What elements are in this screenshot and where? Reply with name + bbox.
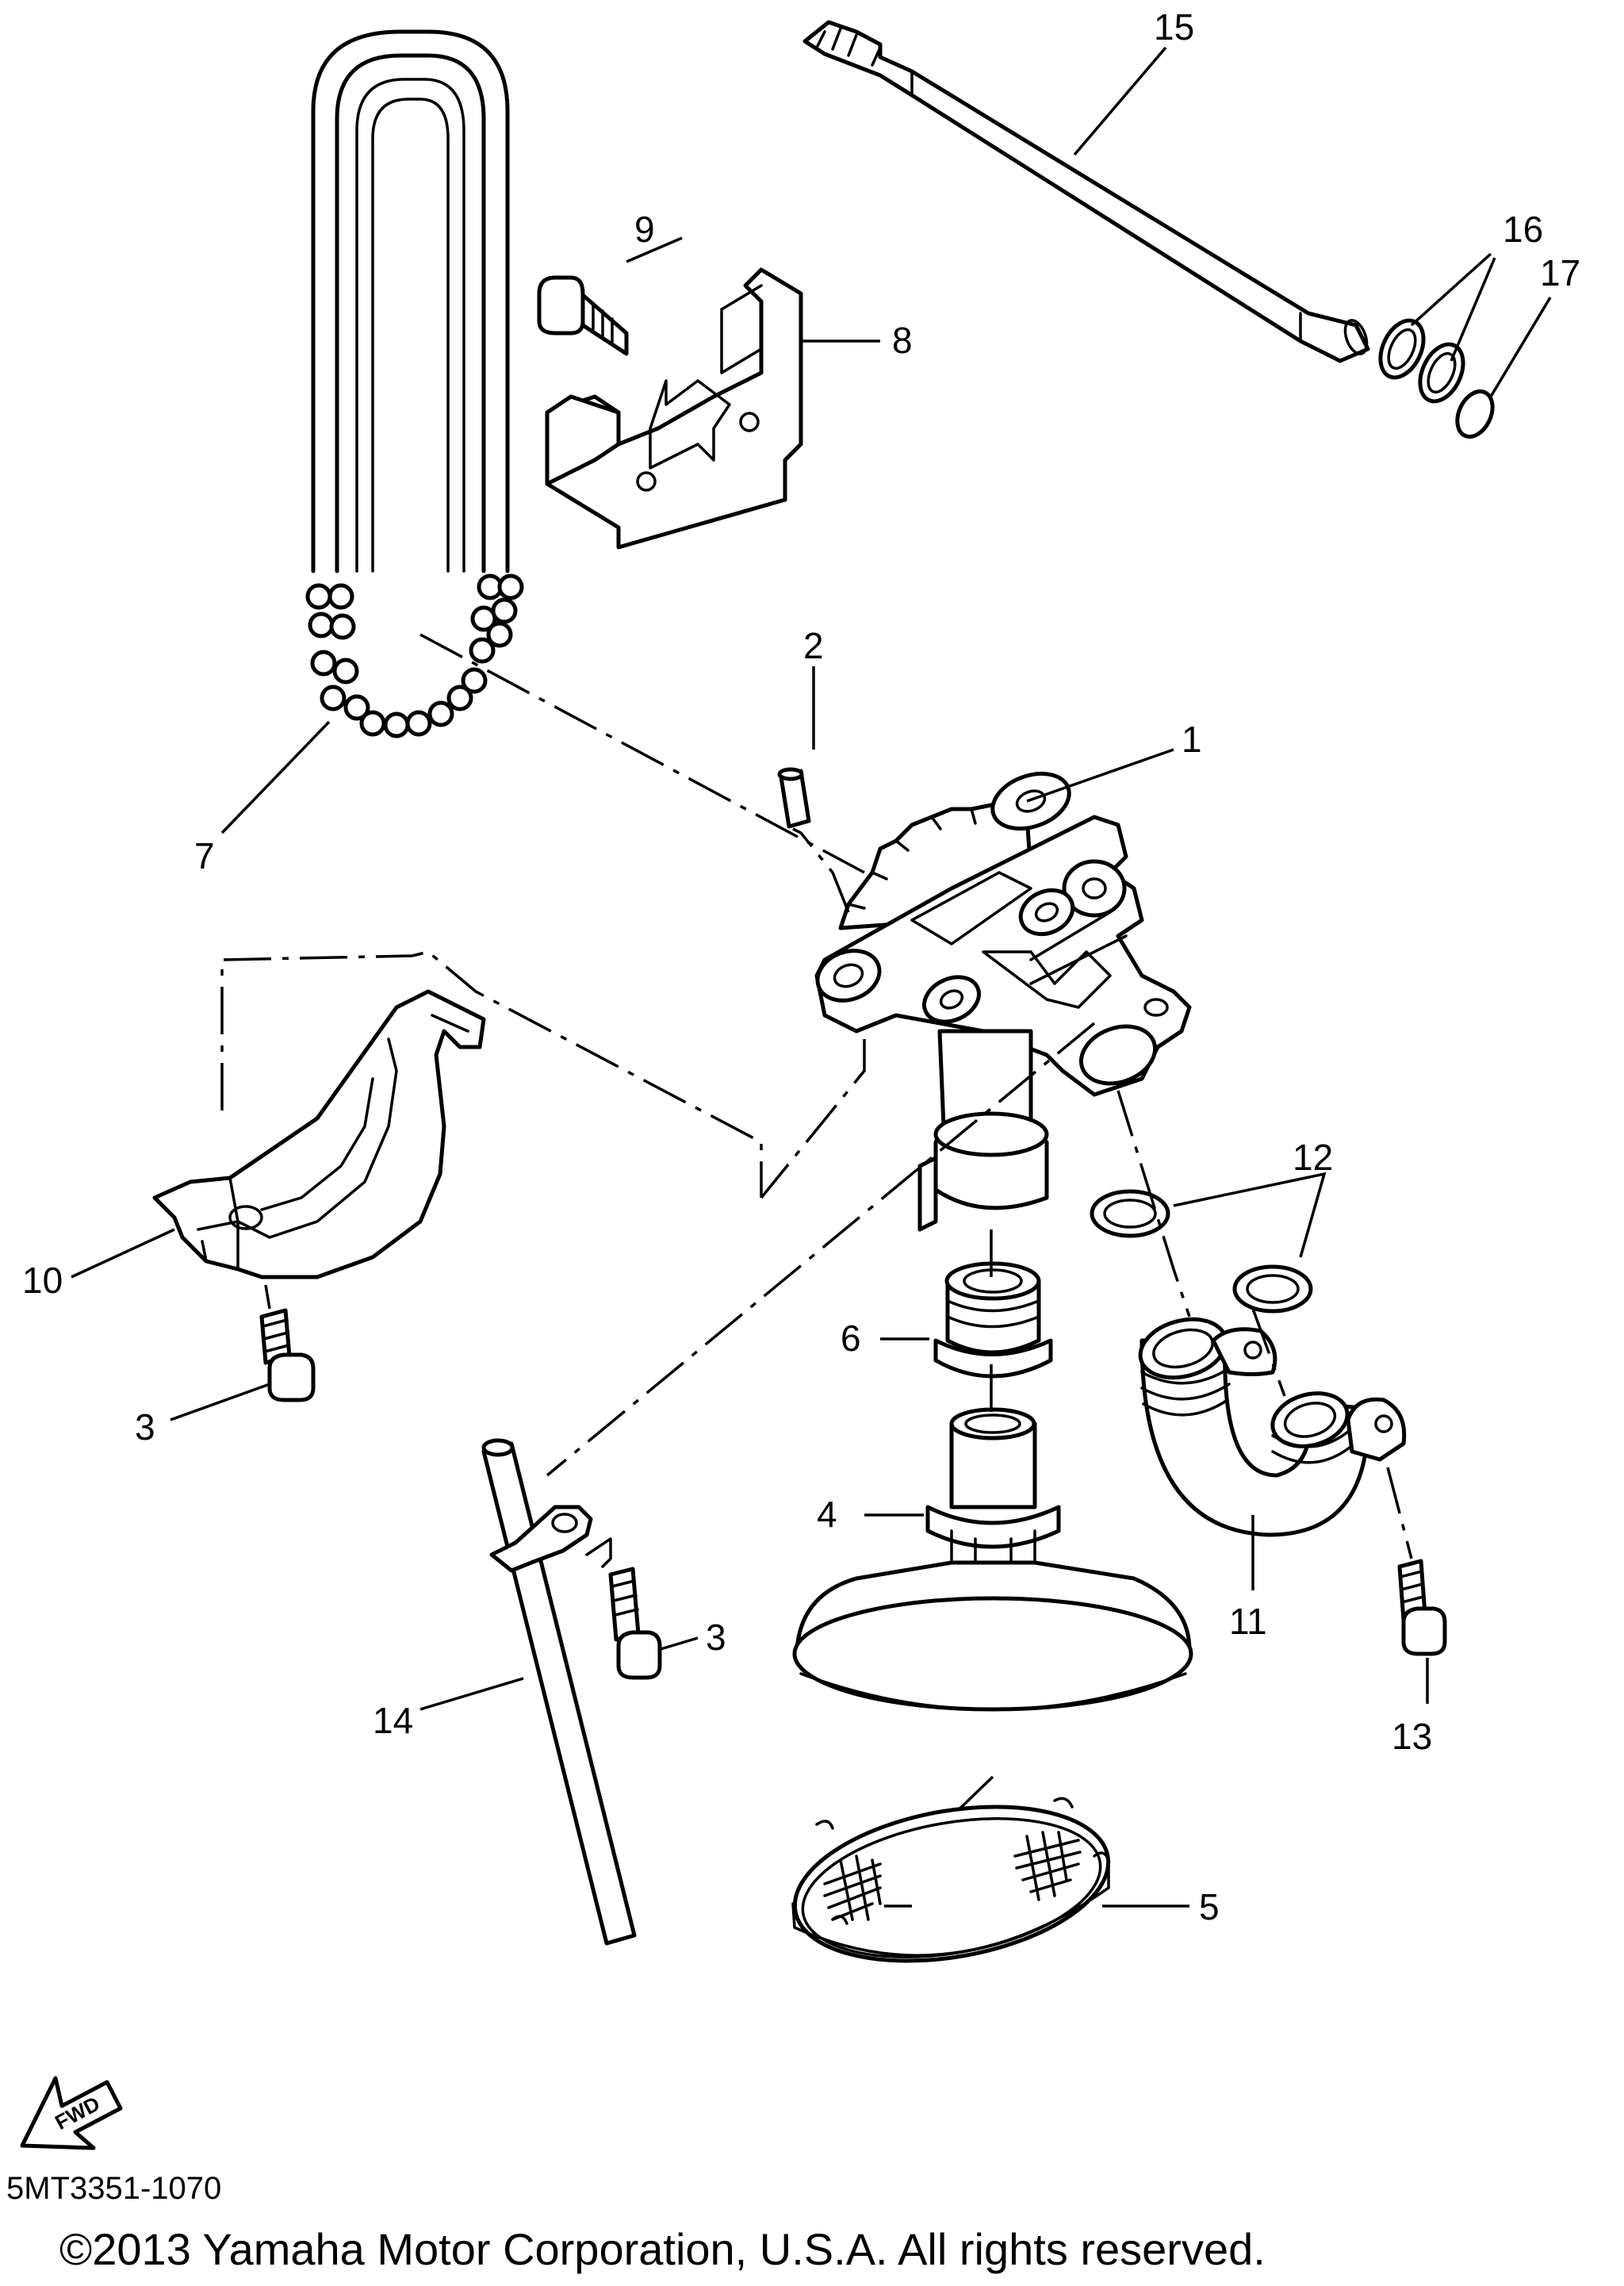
- callout-11: 11: [1229, 1601, 1267, 1642]
- oil-pump-cover: [152, 989, 486, 1279]
- callout-6: 6: [841, 1318, 861, 1359]
- callout-3-upper: 3: [135, 1406, 155, 1448]
- o-rings: [1378, 318, 1495, 439]
- fwd-direction-arrow: FWD: [20, 2076, 123, 2150]
- bolt-3-upper: [259, 1308, 316, 1402]
- callout-17: 17: [1540, 252, 1580, 293]
- callout-3-lower: 3: [706, 1617, 726, 1658]
- leader-lines: [71, 46, 1552, 1908]
- pump-drive-shaft: [802, 20, 1370, 363]
- callout-10: 10: [22, 1260, 63, 1301]
- part-code: 5MT3351-1070: [6, 2171, 221, 2206]
- callout-5: 5: [1199, 1886, 1220, 1927]
- bolt-3-lower: [608, 1567, 662, 1680]
- callout-4: 4: [817, 1494, 837, 1535]
- oil-tube: [481, 1438, 637, 1946]
- strainer-screen: [791, 1797, 1111, 1963]
- bolt-9: [537, 275, 629, 356]
- callout-8: 8: [892, 320, 913, 361]
- callout-7: 7: [194, 835, 215, 876]
- oil-strainer: [792, 1407, 1193, 1712]
- copyright-notice: ©2013 Yamaha Motor Corporation, U.S.A. A…: [59, 2224, 1266, 2274]
- union-fitting: [933, 1261, 1053, 1379]
- callout-12: 12: [1293, 1137, 1333, 1178]
- oil-pipe: [1138, 1317, 1407, 1537]
- bolt-13: [1397, 1559, 1447, 1656]
- dowel-pin: [777, 767, 811, 829]
- oil-pump-assembly: [814, 771, 1192, 1232]
- chain-guide-bracket: [545, 267, 803, 550]
- callout-13: 13: [1392, 1716, 1432, 1757]
- callout-16: 16: [1503, 209, 1543, 250]
- callout-14: 14: [373, 1700, 413, 1741]
- gaskets: [1090, 1189, 1313, 1314]
- timing-chain: [305, 29, 524, 738]
- callout-15: 15: [1154, 6, 1194, 48]
- callout-1: 1: [1182, 719, 1202, 760]
- callout-2: 2: [803, 625, 824, 666]
- callout-labels: 1 2 3 3 4 5 6 7 8 9 10 11 12 13 14 15 16…: [22, 6, 1580, 1927]
- callout-9: 9: [634, 209, 655, 250]
